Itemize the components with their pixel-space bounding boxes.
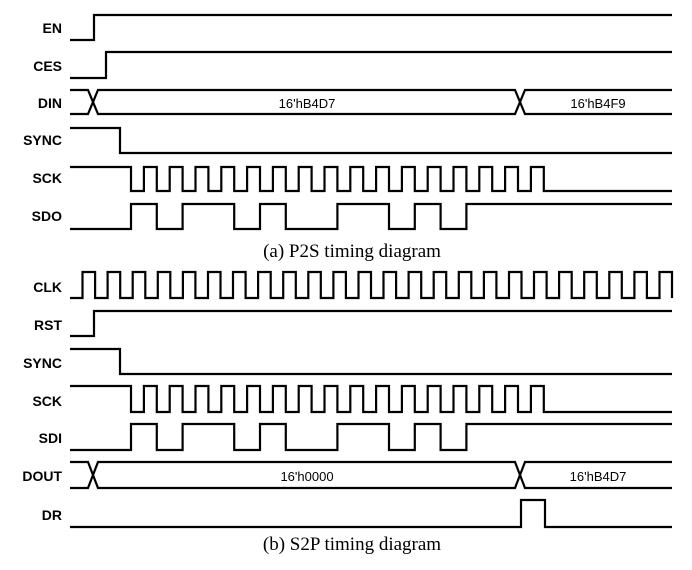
dout-value-1: 16'h0000 — [280, 469, 333, 484]
wave-rst-b — [70, 309, 672, 338]
wave-sdo-a — [70, 202, 672, 231]
signal-label-sdo: SDO — [32, 208, 62, 224]
dout-value-2: 16'hB4D7 — [570, 469, 627, 484]
wave-en-a — [70, 13, 672, 42]
wave-sync-b — [70, 347, 672, 376]
wave-sck-b — [70, 384, 672, 414]
signal-label-dr: DR — [42, 507, 62, 523]
signal-label-sync-b: SYNC — [23, 355, 62, 371]
signal-label-sck-a: SCK — [32, 170, 62, 186]
signal-label-din: DIN — [38, 95, 62, 111]
wave-dr-b — [70, 498, 672, 529]
signal-label-clk: CLK — [33, 279, 62, 295]
din-value-2: 16'hB4F9 — [570, 96, 625, 111]
wave-sck-a — [70, 165, 672, 193]
din-value-1: 16'hB4D7 — [279, 96, 336, 111]
wave-din-a — [70, 88, 672, 116]
signal-label-sck-b: SCK — [32, 393, 62, 409]
signal-label-dout: DOUT — [22, 468, 62, 484]
wave-sdi-b — [70, 422, 672, 452]
signal-label-ces: CES — [33, 58, 62, 74]
wave-clk-b — [70, 270, 674, 300]
signal-label-sdi: SDI — [39, 430, 62, 446]
caption-p2s: (a) P2S timing diagram — [263, 241, 441, 262]
wave-ces-a — [70, 50, 672, 80]
signal-label-sync-a: SYNC — [23, 132, 62, 148]
caption-s2p: (b) S2P timing diagram — [263, 534, 441, 555]
signal-label-en: EN — [43, 20, 62, 36]
wave-dout-b — [70, 460, 672, 490]
signal-label-rst: RST — [34, 317, 62, 333]
wave-sync-a — [70, 126, 672, 155]
